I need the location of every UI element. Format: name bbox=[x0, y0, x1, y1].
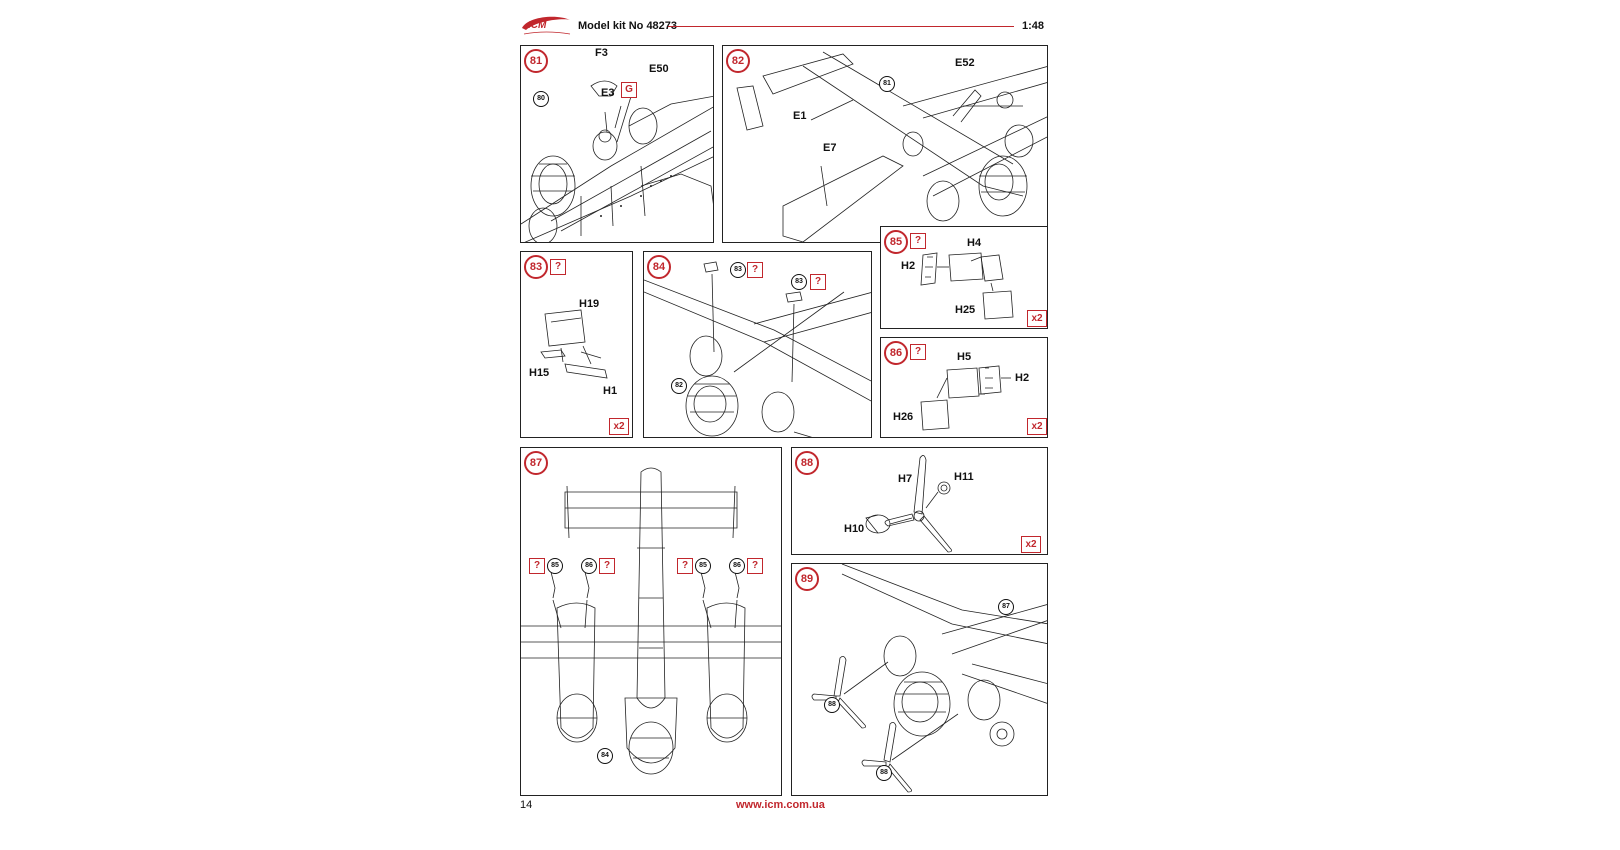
step-88-panel: 88 H7 H11 H10 x2 bbox=[791, 447, 1048, 555]
step-number: 83 bbox=[524, 255, 548, 279]
part-label: H25 bbox=[955, 304, 976, 316]
paint-marker: ? bbox=[910, 344, 926, 360]
header-rule bbox=[668, 26, 1014, 27]
step-83-drawing bbox=[540, 309, 608, 379]
step-number: 87 bbox=[524, 451, 548, 475]
paint-marker: ? bbox=[747, 262, 763, 278]
kit-number: Model kit No 48273 bbox=[578, 20, 678, 32]
step-number: 82 bbox=[726, 49, 750, 73]
step-reference: 83 bbox=[730, 262, 746, 278]
quantity-badge: x2 bbox=[609, 418, 629, 435]
step-reference: 85 bbox=[695, 558, 711, 574]
website-link[interactable]: www.icm.com.ua bbox=[736, 799, 825, 811]
scale-label: 1:48 bbox=[1022, 20, 1045, 32]
step-84-panel: 84 83 ? 83 ? 82 bbox=[643, 251, 872, 438]
part-label: E50 bbox=[649, 63, 669, 75]
paint-marker: ? bbox=[910, 233, 926, 249]
step-reference: 87 bbox=[998, 599, 1014, 615]
step-number: 86 bbox=[884, 341, 908, 365]
step-82-drawing bbox=[736, 51, 1047, 242]
step-reference: 86 bbox=[581, 558, 597, 574]
step-number: 89 bbox=[795, 567, 819, 591]
part-label: H10 bbox=[844, 523, 865, 535]
step-number: 85 bbox=[884, 230, 908, 254]
part-label: H1 bbox=[603, 385, 618, 397]
paint-marker: G bbox=[621, 82, 637, 98]
paint-marker: ? bbox=[747, 558, 763, 574]
part-label: F3 bbox=[595, 47, 608, 59]
quantity-badge: x2 bbox=[1027, 418, 1047, 435]
icm-logo: ICM bbox=[522, 16, 571, 35]
part-label: H7 bbox=[898, 473, 913, 485]
step-86-drawing bbox=[920, 365, 1011, 431]
step-reference: 81 bbox=[879, 76, 895, 92]
part-label: E52 bbox=[955, 57, 975, 69]
paint-marker: ? bbox=[599, 558, 615, 574]
paint-marker: ? bbox=[529, 558, 545, 574]
step-reference: 84 bbox=[597, 748, 613, 764]
step-reference: 82 bbox=[671, 378, 687, 394]
step-reference: 88 bbox=[876, 765, 892, 781]
step-84-drawing bbox=[644, 261, 871, 437]
quantity-badge: x2 bbox=[1027, 310, 1047, 327]
step-reference: 83 bbox=[791, 274, 807, 290]
step-number: 84 bbox=[647, 255, 671, 279]
paint-marker: ? bbox=[810, 274, 826, 290]
part-label: E7 bbox=[823, 142, 837, 154]
step-number: 81 bbox=[524, 49, 548, 73]
part-label: E3 bbox=[601, 87, 615, 99]
step-89-drawing bbox=[811, 564, 1047, 793]
part-label: H26 bbox=[893, 411, 914, 423]
step-85-panel: 85 ? H4 H2 H25 x2 bbox=[880, 226, 1048, 329]
step-reference: 85 bbox=[547, 558, 563, 574]
step-reference: 80 bbox=[533, 91, 549, 107]
part-label: H2 bbox=[901, 260, 916, 272]
step-number: 88 bbox=[795, 451, 819, 475]
part-label: H2 bbox=[1015, 372, 1030, 384]
step-87-drawing bbox=[521, 467, 781, 775]
page-number: 14 bbox=[520, 799, 533, 811]
part-label: H19 bbox=[579, 298, 600, 310]
part-label: E1 bbox=[793, 110, 807, 122]
step-81-drawing bbox=[521, 80, 713, 242]
part-label: H4 bbox=[967, 237, 982, 249]
part-label: H5 bbox=[957, 351, 972, 363]
step-89-panel: 89 87 88 88 bbox=[791, 563, 1048, 796]
part-label: H11 bbox=[954, 471, 974, 483]
part-label: H15 bbox=[529, 367, 550, 379]
paint-marker: ? bbox=[550, 259, 566, 275]
paint-marker: ? bbox=[677, 558, 693, 574]
step-85-drawing bbox=[920, 252, 1014, 320]
step-reference: 86 bbox=[729, 558, 745, 574]
step-83-panel: 83 ? H19 H15 H1 x2 bbox=[520, 251, 633, 438]
step-88-drawing bbox=[865, 455, 952, 553]
step-87-panel: 87 ? 85 86 ? ? 85 86 ? 84 bbox=[520, 447, 782, 796]
step-reference: 88 bbox=[824, 697, 840, 713]
step-82-panel: 82 81 E52 E1 E7 bbox=[722, 45, 1048, 243]
step-86-panel: 86 ? H5 H2 H26 x2 bbox=[880, 337, 1048, 438]
svg-text:ICM: ICM bbox=[528, 20, 547, 31]
step-81-panel: 81 G 80 F3 E50 E3 bbox=[520, 45, 714, 243]
quantity-badge: x2 bbox=[1021, 536, 1041, 553]
